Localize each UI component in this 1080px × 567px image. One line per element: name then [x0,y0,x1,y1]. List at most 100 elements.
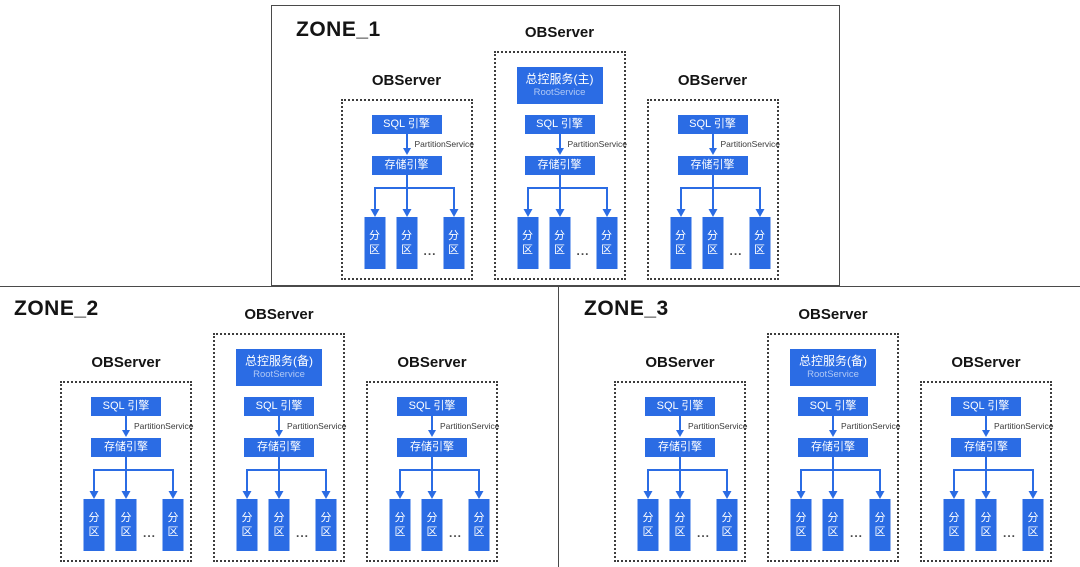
arrow-down-icon [278,416,280,431]
observer-unit: OBServer 总控服务(备) RootService SQL 引擎 Part… [213,306,347,562]
sql-engine-box: SQL 引擎 [524,115,595,134]
horizontal-divider [0,286,1080,287]
partition-label-line: 分 [721,511,733,524]
arrow-down-icon [431,416,433,431]
arrow-down-icon [711,134,714,149]
arrow-down-icon [125,416,127,431]
sql-to-storage-arrow: PartitionService [343,134,474,156]
sql-to-storage-arrow: PartitionService [215,416,347,438]
observer-dotted-box: SQL 引擎 PartitionService 存储引擎 [614,381,748,562]
root-service-subtitle: RootService [533,87,586,98]
partition-label-line: 分 [675,229,686,242]
partition-label-line: 区 [522,243,533,256]
observer-label: OBServer [91,354,161,371]
sql-to-storage-arrow: PartitionService [496,134,627,156]
partition-box: 分 区 [596,217,617,269]
partition-box: 分 区 [670,217,691,269]
partition-box: 分 区 [421,499,443,551]
root-service-title: 总控服务(备) [245,354,313,368]
partition-box: 分 区 [943,499,965,551]
partition-box: 分 区 [749,217,770,269]
partition-label-line: 区 [369,243,380,256]
partition-box: 分 区 [315,499,337,551]
partitions-row: 分 区 分 区 ... 分 区 [943,499,1044,551]
storage-engine-box: 存储引擎 [397,438,467,457]
arrowhead-icon [708,148,717,155]
storage-engine-box: 存储引擎 [91,438,161,457]
observer-dotted-box: 总控服务(主) RootService SQL 引擎 PartitionServ… [493,51,627,280]
fork-block: 分 区 分 区 ... 分 区 [670,175,770,269]
observer-label: OBServer [371,72,442,89]
sql-engine-box: SQL 引擎 [91,397,161,416]
fork-block: 分 区 分 区 ... 分 区 [790,457,891,551]
partition-label-line: 分 [401,229,412,242]
partition-label-line: 分 [642,511,654,524]
observer-label: OBServer [524,24,595,41]
observer-dotted-box: SQL 引擎 PartitionService 存储引擎 [60,381,194,562]
partition-box: 分 区 [162,499,184,551]
zone-label: ZONE_2 [14,297,99,320]
observer-unit: OBServer SQL 引擎 PartitionService 存储引擎 [340,72,474,280]
observer-unit: OBServer 总控服务(备) RootService SQL 引擎 Part… [767,306,901,562]
ellipsis: ... [448,526,462,540]
observer-dotted-box: SQL 引擎 PartitionService 存储引擎 [646,99,780,280]
partition-label-line: 分 [1027,511,1039,524]
arrow-down-icon [405,134,408,149]
fork-arrows-icon [242,457,331,499]
storage-engine-box: 存储引擎 [951,438,1021,457]
storage-engine-box: 存储引擎 [677,156,748,175]
ellipsis: ... [295,526,309,540]
partitions-row: 分 区 分 区 ... 分 区 [670,217,770,269]
partition-label-line: 分 [369,229,380,242]
observer-dotted-box: SQL 引擎 PartitionService 存储引擎 [340,99,474,280]
arrow-down-icon [985,416,987,431]
observer-dotted-box: 总控服务(备) RootService SQL 引擎 PartitionServ… [767,333,901,562]
sql-engine-box: SQL 引擎 [798,397,868,416]
partition-label-line: 区 [401,243,412,256]
arrowhead-icon [555,148,564,155]
fork-arrows-icon [395,457,484,499]
partition-label-line: 区 [120,525,132,538]
observer-unit: OBServer SQL 引擎 PartitionService 存储引擎 [614,354,748,562]
partitions-row: 分 区 分 区 ... 分 区 [364,217,464,269]
partition-service-label: PartitionService [841,421,901,431]
observer-label: OBServer [951,354,1021,371]
storage-engine-box: 存储引擎 [524,156,595,175]
ellipsis: ... [576,244,590,258]
sql-to-storage-arrow: PartitionService [62,416,194,438]
partition-service-label: PartitionService [414,139,475,149]
partition-service-label: PartitionService [688,421,748,431]
partitions-row: 分 区 分 区 ... 分 区 [637,499,738,551]
partition-label-line: 区 [980,525,992,538]
fork-block: 分 区 分 区 ... 分 区 [517,175,617,269]
partition-label-line: 分 [522,229,533,242]
partition-label-line: 区 [754,243,765,256]
partition-label-line: 区 [721,525,733,538]
root-service-subtitle: RootService [253,369,305,380]
partition-label-line: 区 [473,525,485,538]
partitions-row: 分 区 分 区 ... 分 区 [517,217,617,269]
partition-label-line: 分 [674,511,686,524]
partition-box: 分 区 [83,499,105,551]
partition-box: 分 区 [396,217,417,269]
partition-label-line: 区 [448,243,459,256]
fork-arrows-icon [370,175,458,217]
partition-box: 分 区 [468,499,490,551]
sql-engine-box: SQL 引擎 [677,115,748,134]
vertical-divider [558,286,559,567]
partition-label-line: 区 [554,243,565,256]
sql-to-storage-arrow: PartitionService [649,134,780,156]
partition-label-line: 区 [601,243,612,256]
partition-box: 分 区 [790,499,812,551]
partitions-row: 分 区 分 区 ... 分 区 [389,499,490,551]
observer-label: OBServer [645,354,715,371]
fork-arrows-icon [949,457,1038,499]
partition-box: 分 区 [716,499,738,551]
partition-label-line: 分 [980,511,992,524]
observer-unit: OBServer SQL 引擎 PartitionService 存储引擎 [60,354,194,562]
partition-box: 分 区 [702,217,723,269]
observer-unit: OBServer SQL 引擎 PartitionService 存储引擎 [920,354,1054,562]
sql-engine-box: SQL 引擎 [371,115,442,134]
partition-label-line: 分 [426,511,438,524]
partition-label-line: 区 [320,525,332,538]
